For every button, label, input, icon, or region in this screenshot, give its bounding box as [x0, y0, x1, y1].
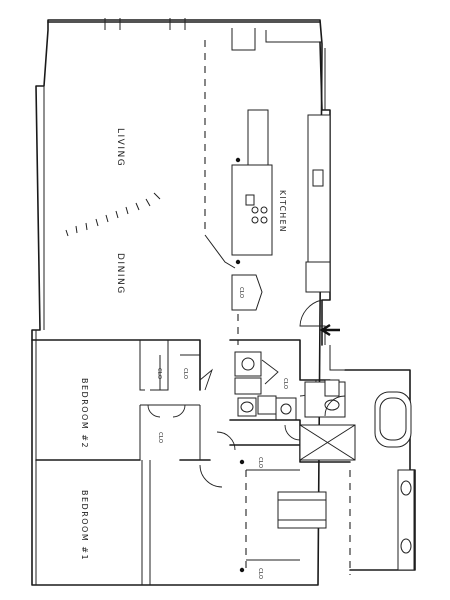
- label-closet: CLO: [157, 432, 163, 444]
- master-bath: [299, 379, 415, 571]
- label-closet: CLO: [182, 368, 188, 380]
- bedroom-2-walls: [31, 339, 236, 488]
- room-labels: LIVING DINING KITCHEN BEDROOM #2 BEDROOM…: [80, 128, 287, 561]
- label-dining: DINING: [115, 253, 125, 295]
- label-bedroom-2: BEDROOM #2: [80, 378, 89, 449]
- label-closet: CLO: [257, 457, 263, 469]
- closet-labels: CLO CLO CLO CLO CLO CLO CLO: [156, 287, 288, 580]
- dining-arc: [65, 192, 161, 237]
- zone-lines: [204, 40, 351, 575]
- label-closet: CLO: [156, 368, 162, 380]
- bedroom-1: [141, 459, 327, 585]
- label-closet: CLO: [257, 568, 263, 580]
- label-kitchen: KITCHEN: [278, 190, 287, 233]
- kitchen-area: [231, 109, 340, 345]
- label-closet: CLO: [282, 378, 288, 390]
- label-closet: CLO: [238, 287, 244, 299]
- label-living: LIVING: [115, 128, 125, 167]
- label-bedroom-1: BEDROOM #1: [80, 490, 89, 561]
